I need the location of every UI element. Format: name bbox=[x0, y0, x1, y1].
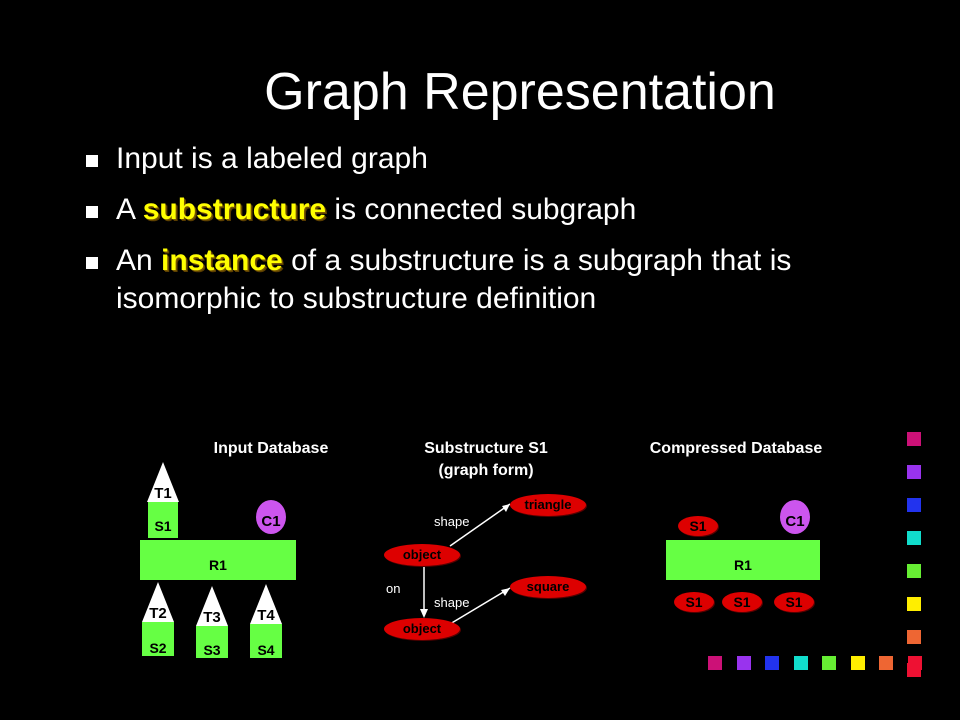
triangle-icon bbox=[250, 584, 282, 624]
triangle-icon bbox=[142, 582, 174, 622]
node-s1-a: S1 bbox=[674, 592, 714, 612]
square-node-s1: S1 bbox=[148, 502, 178, 538]
decorative-square-icon bbox=[736, 656, 751, 670]
decorative-square-icon bbox=[850, 656, 865, 670]
node-label: R1 bbox=[734, 557, 752, 573]
compressed-database-heading: Compressed Database bbox=[649, 440, 823, 457]
square-node-s2: S2 bbox=[142, 622, 174, 656]
bullet-item: A substructure is connected subgraph bbox=[86, 191, 886, 229]
triangle-node-t3: T3 bbox=[196, 586, 228, 626]
bullet-item: Input is a labeled graph bbox=[86, 140, 886, 178]
decorative-square-icon bbox=[907, 630, 921, 644]
substructure-heading: Substructure S1 bbox=[424, 440, 548, 457]
node-label: T1 bbox=[154, 485, 172, 502]
bullet-text: Input is a labeled graph bbox=[116, 142, 428, 175]
triangle-icon bbox=[196, 586, 228, 626]
substructure-edges bbox=[420, 503, 511, 625]
node-label: T3 bbox=[203, 609, 221, 626]
edge-label-shape-bottom: shape bbox=[434, 595, 470, 610]
decorative-square-icon bbox=[793, 656, 808, 670]
rectangle-node-r1: R1 bbox=[666, 540, 820, 580]
node-s1-b: S1 bbox=[722, 592, 762, 612]
input-database-heading: Input Database bbox=[213, 440, 329, 457]
edge-label-on: on bbox=[386, 581, 401, 596]
highlight-term: instance bbox=[161, 244, 283, 277]
bullet-text: is connected subgraph bbox=[326, 193, 637, 226]
triangle-icon bbox=[147, 462, 179, 502]
decorative-square-icon bbox=[907, 597, 921, 611]
node-label: S2 bbox=[149, 640, 167, 656]
decorative-square-icon bbox=[907, 498, 921, 512]
bullet-text: An bbox=[116, 244, 162, 277]
triangle-node-t1: T1 bbox=[147, 462, 179, 502]
decorative-square-icon bbox=[708, 656, 722, 670]
rectangle-node-r1: R1 bbox=[140, 540, 296, 580]
node-triangle: triangle bbox=[510, 494, 586, 516]
substructure-subheading: (graph form) bbox=[438, 462, 534, 479]
node-s1-c: S1 bbox=[774, 592, 814, 612]
square-node-s3: S3 bbox=[196, 626, 228, 658]
triangle-node-t2: T2 bbox=[142, 582, 174, 622]
decorative-square-icon bbox=[879, 656, 893, 670]
decorative-square-icon bbox=[907, 564, 921, 578]
decorative-square-icon bbox=[907, 656, 922, 670]
node-label: S1 bbox=[154, 518, 172, 534]
bullet-text: of a substructure is a subgraph that is … bbox=[116, 244, 792, 315]
triangle-node-t4: T4 bbox=[250, 584, 282, 624]
edge-label-shape-top: shape bbox=[434, 514, 470, 529]
node-label: S3 bbox=[203, 642, 221, 658]
node-label: S4 bbox=[257, 642, 275, 658]
bullet-list: Input is a labeled graph A substructure … bbox=[86, 140, 886, 331]
circle-node-c1: C1 bbox=[256, 500, 286, 534]
node-object-top: object bbox=[384, 544, 460, 566]
decorative-square-icon bbox=[907, 531, 921, 545]
decorative-square-icon bbox=[822, 656, 836, 670]
bullet-text: A bbox=[116, 193, 143, 226]
node-label: R1 bbox=[209, 557, 227, 573]
node-label: T4 bbox=[257, 607, 275, 624]
bullet-square-icon bbox=[86, 257, 98, 269]
decorative-square-icon bbox=[907, 465, 921, 479]
highlight-term: substructure bbox=[142, 193, 327, 226]
node-s1-top: S1 bbox=[678, 516, 718, 536]
decorative-square-icon bbox=[765, 656, 779, 670]
slide-title: Graph Representation bbox=[264, 63, 776, 121]
node-label: T2 bbox=[149, 605, 167, 622]
node-square: square bbox=[510, 576, 586, 598]
bullet-item: An instance of a substructure is a subgr… bbox=[86, 242, 886, 318]
decorative-square-icon bbox=[907, 432, 921, 446]
node-object-bottom: object bbox=[384, 618, 460, 640]
bullet-square-icon bbox=[86, 206, 98, 218]
square-node-s4: S4 bbox=[250, 624, 282, 658]
bullet-square-icon bbox=[86, 155, 98, 167]
circle-node-c1: C1 bbox=[780, 500, 810, 534]
